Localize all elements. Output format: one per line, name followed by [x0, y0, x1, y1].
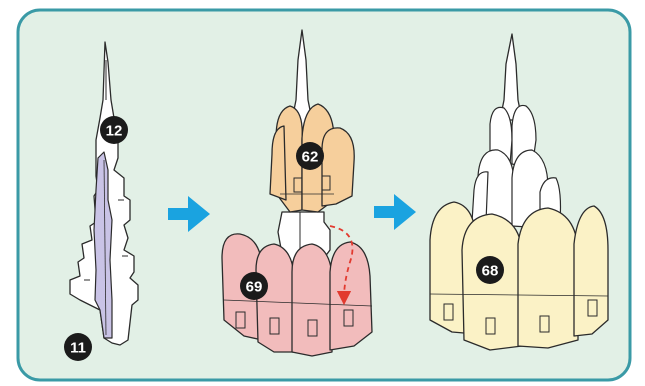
spire-piece-lavender: [93, 151, 113, 339]
part-number-badge: 12: [100, 116, 128, 144]
petal-cream: [573, 205, 609, 337]
part-number: 69: [246, 279, 263, 296]
step-3-completed-tower: [429, 33, 609, 351]
petal-cream: [517, 207, 579, 349]
petal-pink: [291, 243, 333, 357]
step-1-spire: [69, 41, 139, 346]
part-number: 12: [106, 123, 123, 140]
right-arrow-icon: [168, 196, 210, 232]
part-number-badge: 62: [296, 142, 324, 170]
part-number: 62: [302, 149, 319, 166]
curved-arrow-icon: [329, 225, 354, 306]
part-number-badge: 69: [240, 272, 268, 300]
petal-pink: [255, 243, 295, 353]
part-number-badge: 68: [476, 256, 504, 284]
petal-white: [471, 171, 489, 223]
petal-pink: [329, 241, 373, 351]
right-arrow-icon: [374, 194, 416, 230]
spire-piece-white: [499, 33, 523, 121]
petal-orange: [269, 125, 287, 201]
part-number: 11: [70, 340, 86, 357]
part-number-badge: 11: [64, 333, 92, 361]
part-number: 68: [482, 263, 499, 280]
